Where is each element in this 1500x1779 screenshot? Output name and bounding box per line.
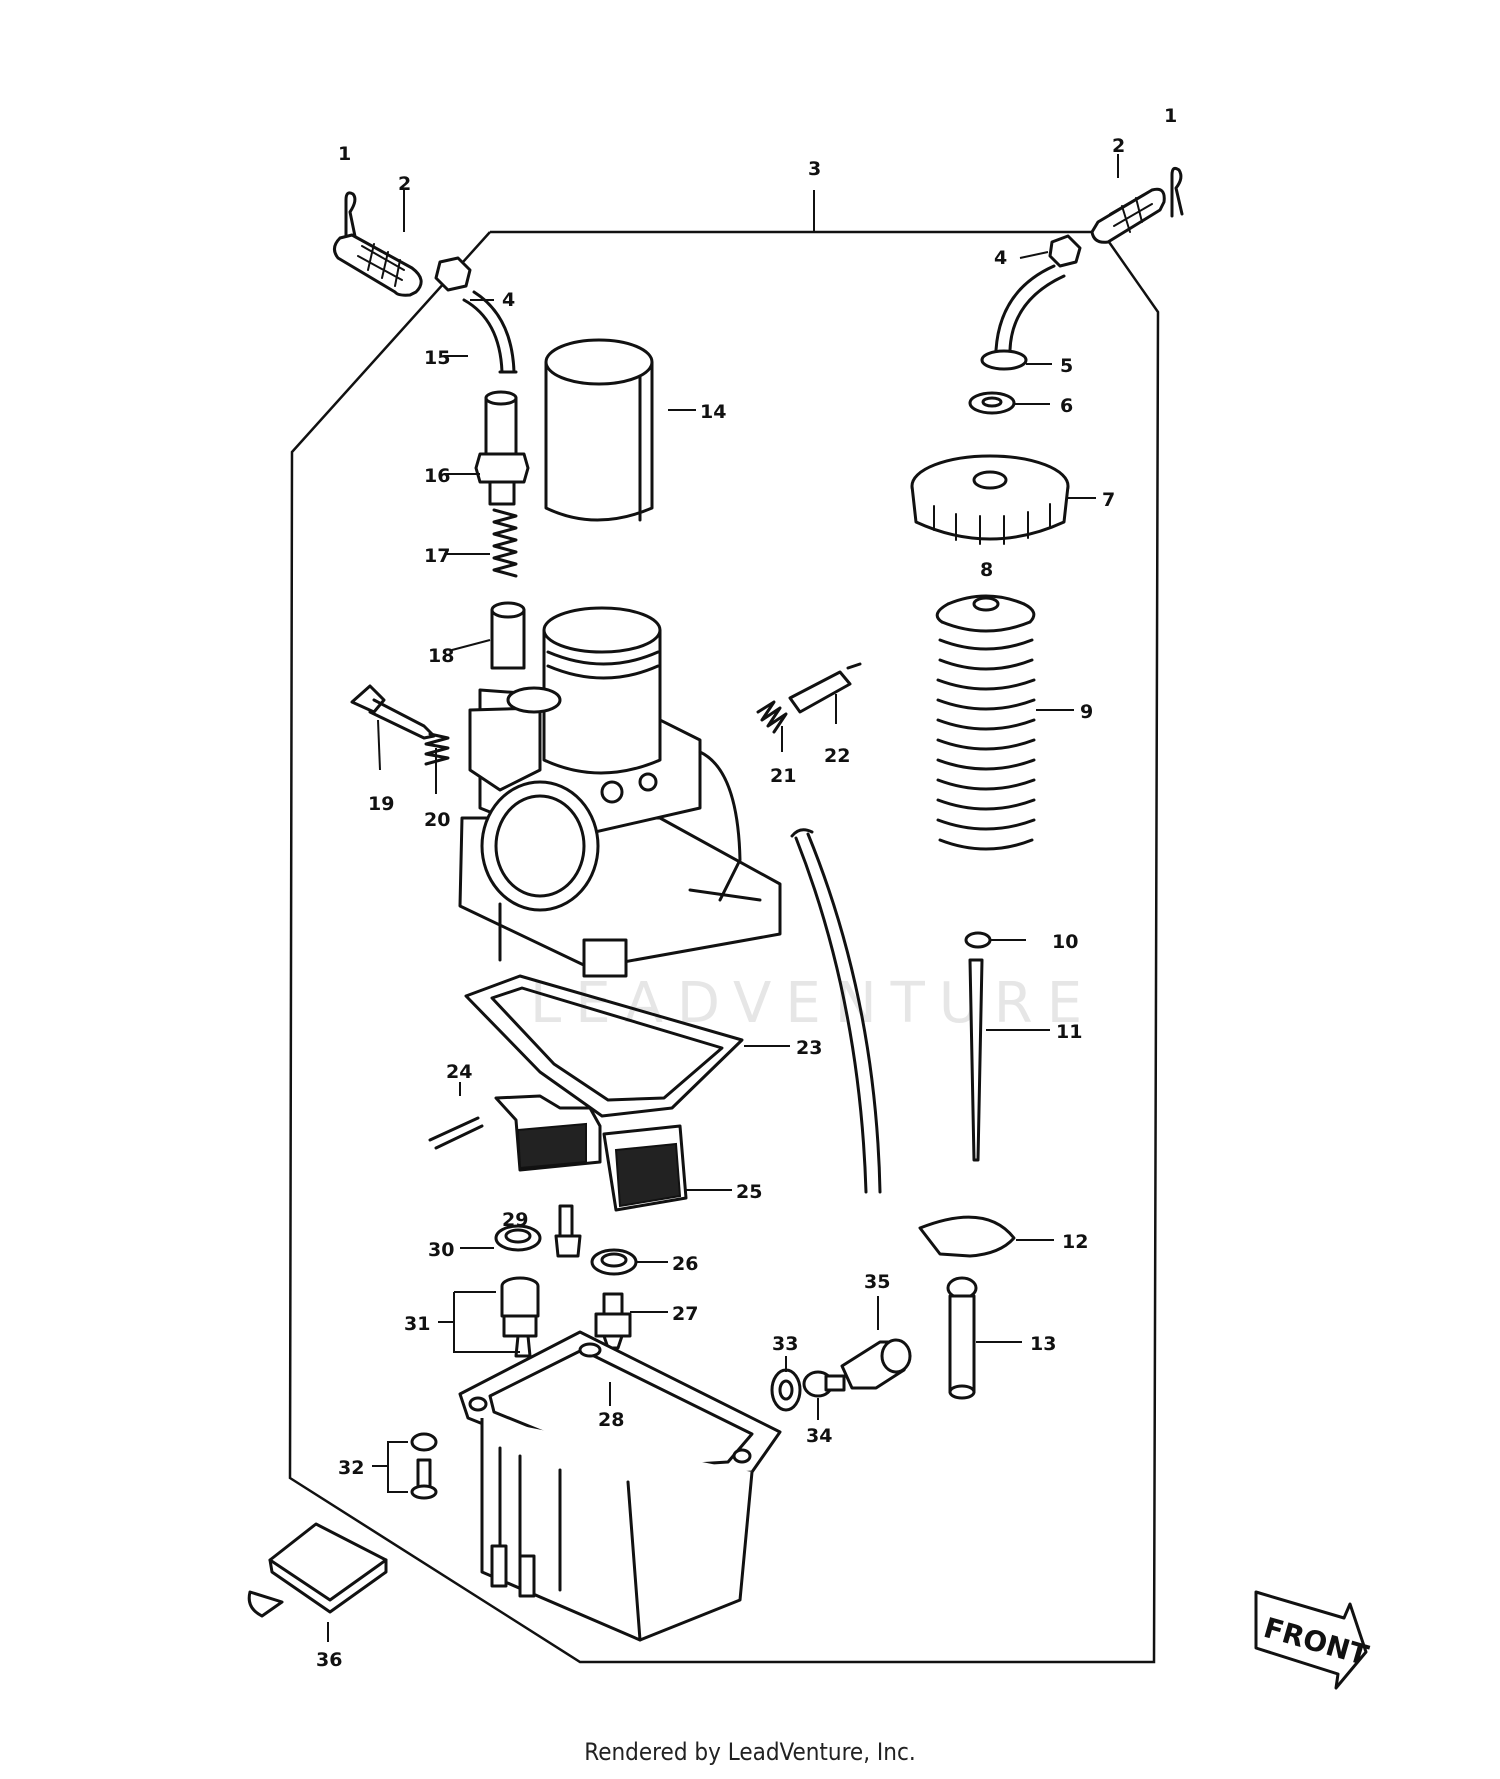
callout-15: 15 [424, 347, 450, 369]
part-washer-6 [968, 391, 1016, 415]
callout-7: 7 [1102, 489, 1115, 511]
part-washer-5 [980, 349, 1028, 371]
callout-29: 29 [502, 1209, 528, 1231]
watermark: LEADVENTURE [530, 971, 1096, 1036]
part-main-jet-27 [594, 1292, 632, 1350]
callout-32: 32 [338, 1457, 364, 1479]
callout-5: 5 [1060, 355, 1073, 377]
part-clip-left [344, 191, 359, 250]
callout-13: 13 [1030, 1333, 1056, 1355]
part-plunger-18 [490, 601, 526, 670]
callout-6: 6 [1060, 395, 1073, 417]
part-float-bowl [458, 1330, 782, 1642]
part-plug-34 [802, 1370, 846, 1398]
callout-36: 36 [316, 1649, 342, 1671]
callout-1-left: 1 [338, 143, 351, 165]
part-screw-19 [350, 684, 436, 740]
part-hose [790, 828, 882, 1194]
callout-23: 23 [796, 1037, 822, 1059]
callout-4-right: 4 [994, 247, 1007, 269]
part-filter-right [1090, 187, 1166, 244]
part-carburetor-body [458, 606, 782, 978]
footer-credit: Rendered by LeadVenture, Inc. [584, 1738, 916, 1766]
callout-28: 28 [598, 1409, 624, 1431]
assembly-outline [288, 230, 1160, 1664]
part-tube-15 [462, 290, 518, 374]
callout-4-left: 4 [502, 289, 515, 311]
leader-lines [327, 154, 1119, 1642]
callout-22: 22 [824, 745, 850, 767]
callout-21: 21 [770, 765, 796, 787]
part-spring-17 [492, 508, 518, 578]
part-needle-valve-29 [554, 1204, 582, 1258]
part-gasket-23 [464, 974, 744, 1118]
callout-1-right: 1 [1164, 105, 1177, 127]
part-nut-left [434, 256, 472, 292]
callout-19: 19 [368, 793, 394, 815]
callout-11: 11 [1056, 1021, 1082, 1043]
callout-35: 35 [864, 1271, 890, 1293]
callout-27: 27 [672, 1303, 698, 1325]
part-holder-13 [946, 1276, 978, 1400]
part-needle-11 [968, 958, 984, 1162]
callout-26: 26 [672, 1253, 698, 1275]
callout-34: 34 [806, 1425, 832, 1447]
part-nut-right [1048, 234, 1082, 268]
callout-31: 31 [404, 1313, 430, 1335]
callout-25: 25 [736, 1181, 762, 1203]
part-clip-right [1170, 166, 1184, 218]
callout-20: 20 [424, 809, 450, 831]
part-clip-10 [964, 931, 992, 949]
callout-14: 14 [700, 401, 726, 423]
part-pipe-5 [994, 264, 1066, 352]
callout-labels: 1 1 2 2 3 4 4 5 6 7 8 9 10 11 12 13 14 1… [316, 105, 1177, 1671]
callout-16: 16 [424, 465, 450, 487]
part-float-pin-24 [428, 1116, 484, 1150]
part-valve-seat-31 [500, 1276, 540, 1358]
callout-30: 30 [428, 1239, 454, 1261]
callout-10: 10 [1052, 931, 1078, 953]
part-spring-20 [424, 732, 450, 766]
part-bolt-35 [840, 1338, 912, 1390]
part-spring-21 [756, 700, 788, 734]
part-float-25 [494, 1094, 688, 1212]
part-spring-9 [935, 594, 1036, 851]
part-cap-7 [910, 454, 1070, 545]
callout-8: 8 [980, 559, 993, 581]
callout-3: 3 [808, 158, 821, 180]
part-screw-32 [410, 1432, 438, 1500]
part-clip-8 [972, 596, 1000, 612]
part-screw-22 [788, 662, 862, 714]
callout-24: 24 [446, 1061, 472, 1083]
part-filter-left [333, 233, 423, 297]
callout-18: 18 [428, 645, 454, 667]
callout-12: 12 [1062, 1231, 1088, 1253]
callout-33: 33 [772, 1333, 798, 1355]
part-plate-12 [918, 1215, 1016, 1258]
part-washer-33 [770, 1368, 802, 1412]
part-throttle-slide-14 [544, 338, 654, 522]
callout-17: 17 [424, 545, 450, 567]
part-cover-36 [247, 1522, 388, 1618]
callout-2-left: 2 [398, 173, 411, 195]
callout-2-right: 2 [1112, 135, 1125, 157]
callout-9: 9 [1080, 701, 1093, 723]
part-jet-holder-16 [474, 390, 530, 506]
front-arrow: FRONT [1254, 1590, 1372, 1690]
